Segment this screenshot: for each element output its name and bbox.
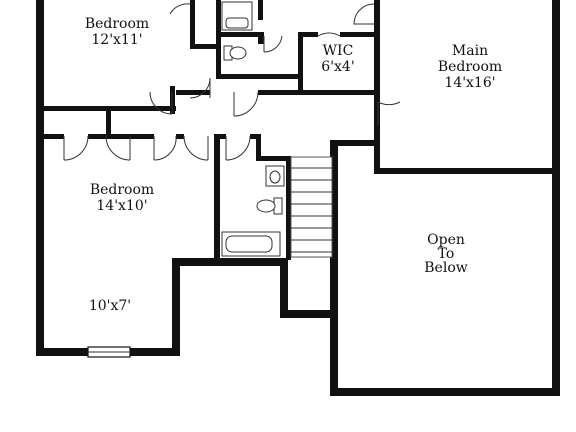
closet-door-left-a xyxy=(63,135,89,161)
bath1-left-wall-2 xyxy=(216,0,221,78)
main-bedroom-bottom-wall xyxy=(374,168,560,174)
bath1-bottom-wall xyxy=(216,74,302,79)
left-wall-upper xyxy=(36,0,44,110)
windows xyxy=(87,346,131,358)
fixtures xyxy=(221,1,285,257)
stair-left-wall xyxy=(286,156,291,260)
bath2-door xyxy=(225,135,251,161)
interior-walls xyxy=(40,0,378,264)
open-left-wall xyxy=(330,140,338,396)
open-to-below-1: Open xyxy=(427,232,465,248)
toilet-bowl-top xyxy=(229,46,247,60)
wic-size: 6'x4' xyxy=(321,59,354,75)
closet-door-left-b xyxy=(105,135,131,161)
closet-door-right-a xyxy=(153,135,177,161)
bath2-top-right xyxy=(256,156,290,161)
open-bottom-wall xyxy=(330,388,560,396)
bedroom-top-size: 12'x11' xyxy=(91,32,142,48)
main-bedroom-name-1: Main xyxy=(452,43,488,59)
bedroom-top-closet-door xyxy=(169,3,191,15)
linen-door xyxy=(189,77,211,99)
bath1-divider xyxy=(216,32,264,37)
wic-door xyxy=(317,32,341,37)
main-bedroom-size: 14'x16' xyxy=(444,75,495,91)
open-to-below-2: To xyxy=(438,246,455,262)
open-top-wall-left xyxy=(330,140,378,146)
main-bedroom-name-2: Bedroom xyxy=(438,59,502,75)
closet-wall-a xyxy=(40,134,64,139)
bath2-right-stub xyxy=(256,134,261,160)
closet-wall-b xyxy=(88,134,154,139)
wc-door xyxy=(263,35,283,53)
hall-wall-d xyxy=(176,90,210,95)
open-to-below-3: Below xyxy=(424,260,467,276)
sink-basin xyxy=(269,170,281,184)
bedroom-top-name: Bedroom xyxy=(85,16,149,32)
closet-door-right-b xyxy=(183,135,209,161)
wic-top-right xyxy=(340,32,378,37)
tub-top-basin xyxy=(225,17,249,29)
staircase xyxy=(290,156,333,258)
main-bedroom-left-wall xyxy=(374,0,380,172)
bath1-right-stub-2 xyxy=(258,32,264,44)
wic-top-left xyxy=(298,32,318,37)
wic-bottom-wall xyxy=(298,90,378,95)
room-labels: Bedroom 12'x11' WIC 6'x4' Main Bedroom 1… xyxy=(85,16,502,314)
bath1-lower-left xyxy=(190,44,220,49)
wic-name: WIC xyxy=(323,43,354,59)
wic-left-wall xyxy=(298,32,303,94)
hall-wall-b xyxy=(250,134,260,139)
right-wall xyxy=(552,0,560,396)
bedroom-top-door xyxy=(149,91,173,115)
stair-outline xyxy=(290,156,333,258)
left-wall-lower xyxy=(36,110,44,356)
bonus-right-wall xyxy=(172,258,180,356)
bath1-right-stub xyxy=(258,0,263,20)
bonus-size: 10'x7' xyxy=(89,298,131,314)
hall-door xyxy=(233,91,259,117)
hall-wall-c xyxy=(258,90,302,95)
bath-bottom-wall xyxy=(172,258,288,266)
bath1-left-wall xyxy=(190,0,195,48)
bathtub-basin xyxy=(225,235,273,253)
bedroom-top-bottom-wall xyxy=(40,106,176,111)
toilet-bowl xyxy=(256,199,276,213)
main-bath-door xyxy=(353,3,375,25)
closet-wall-c xyxy=(176,134,184,139)
bedroom-mid-name: Bedroom xyxy=(90,182,154,198)
stair-left-lower-wall xyxy=(280,258,288,318)
bath2-left-wall xyxy=(214,134,220,264)
bedroom-mid-size: 14'x10' xyxy=(96,198,147,214)
stair-bottom-wall xyxy=(280,310,338,318)
main-bedroom-door xyxy=(377,101,401,126)
doors xyxy=(63,3,401,161)
closet-divider xyxy=(106,110,111,138)
